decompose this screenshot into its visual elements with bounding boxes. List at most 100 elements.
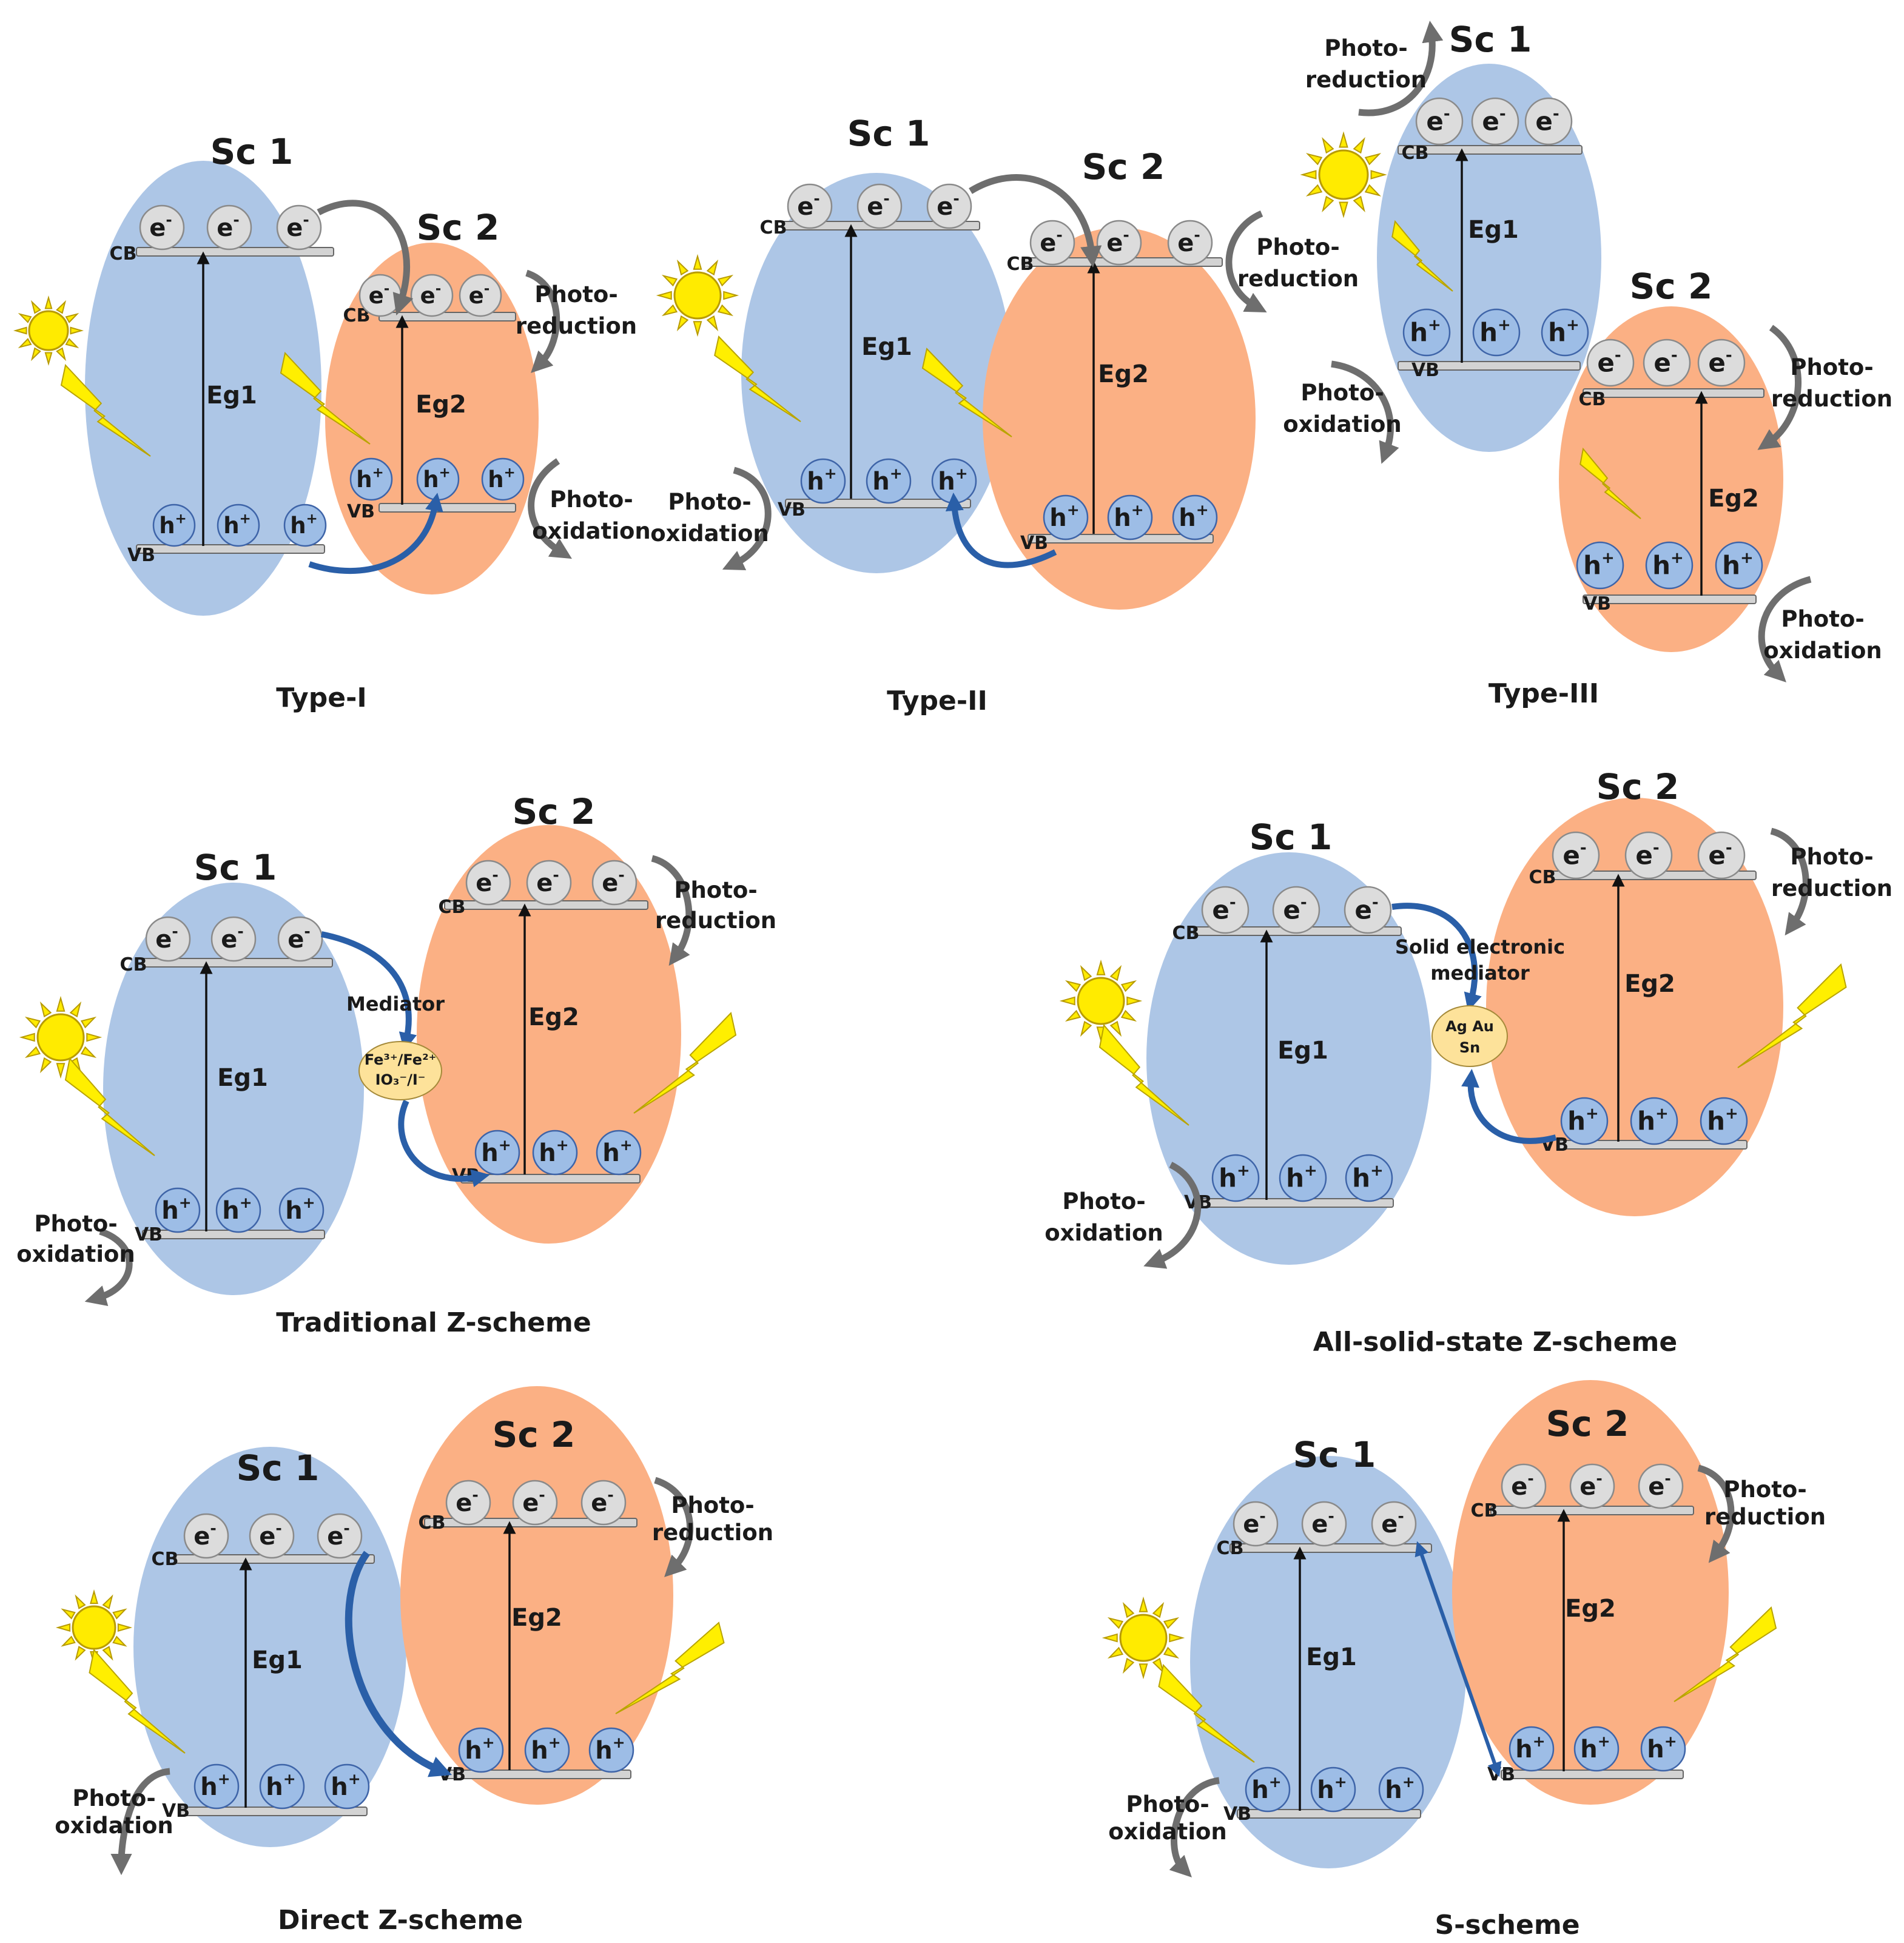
eg1-label: Eg1 <box>1277 1037 1328 1065</box>
mediator-species-2: IO₃⁻/I⁻ <box>375 1071 426 1088</box>
electron-circle <box>1029 220 1075 266</box>
photo-label: Photo- <box>1324 35 1407 61</box>
sc2-title: Sc 2 <box>1630 266 1713 307</box>
electron: e- <box>206 204 252 251</box>
electron: e- <box>1471 97 1519 146</box>
vb-label: VB <box>135 1224 163 1245</box>
hole: h+ <box>278 1187 325 1233</box>
curved-arrow-gray <box>1169 1777 1220 1877</box>
cb-label: CB <box>1172 923 1200 944</box>
sun-ray <box>676 315 689 332</box>
cb-label: CB <box>1471 1500 1498 1521</box>
vb-sc2 <box>460 1174 641 1184</box>
cb-sc2 <box>1583 388 1764 398</box>
panel-type-3: Sc 1Sc 2CBVBCBVBe-e-e-e-e-e-h+h+h+h+h+h+… <box>1283 19 1892 709</box>
electron-circle <box>787 183 833 229</box>
electron-circle <box>249 1513 295 1559</box>
hole-circle <box>1310 1766 1356 1813</box>
electron-circle <box>1233 1501 1279 1547</box>
photo-label: oxidation <box>1108 1819 1227 1845</box>
hole-circle <box>458 1727 504 1773</box>
sun-ray <box>1120 980 1137 992</box>
electron: e- <box>1624 831 1673 880</box>
hole: h+ <box>1560 1097 1609 1145</box>
sun-ray <box>1152 1601 1165 1618</box>
curved-arrow-gray <box>1225 210 1267 313</box>
hole-circle <box>283 503 327 547</box>
hole: h+ <box>193 1763 240 1810</box>
curved-arrow-gray <box>317 200 414 316</box>
electron-circle <box>317 1513 363 1559</box>
hole: h+ <box>532 1130 578 1176</box>
sun-ray <box>80 1016 97 1029</box>
sun-ray <box>1109 965 1122 982</box>
hole-circle <box>155 1187 201 1233</box>
hole-label: h+ <box>331 1770 360 1801</box>
sun-ray <box>24 1046 41 1059</box>
cb-label: CB <box>419 1512 446 1534</box>
sun-ray <box>723 291 739 300</box>
electron: e- <box>526 860 572 906</box>
hole: h+ <box>1107 494 1153 540</box>
hole-circle <box>1043 494 1089 540</box>
sun-ray <box>1353 136 1365 154</box>
electron: e- <box>1272 886 1320 934</box>
electron: e- <box>459 274 502 317</box>
electron: e- <box>856 183 903 229</box>
hole-label: h+ <box>488 465 516 493</box>
caption-s-scheme: S-scheme <box>1435 1910 1579 1941</box>
sc2-title: Sc 2 <box>1546 1403 1629 1444</box>
curved-arrow-gray <box>722 466 772 570</box>
electron-circle <box>1301 1501 1347 1547</box>
vb-label: VB <box>1583 593 1611 615</box>
photo-label: reduction <box>1771 386 1892 412</box>
photo-label: reduction <box>655 908 776 934</box>
sun-ray <box>717 304 734 317</box>
cb-label: CB <box>1579 389 1606 410</box>
hole-circle <box>1645 541 1694 590</box>
curved-arrow-gray <box>1697 1464 1735 1563</box>
electron: e- <box>1167 220 1213 266</box>
sun-disc <box>36 1013 85 1062</box>
curved-arrow-gray <box>1143 1162 1202 1269</box>
curved-arrow-blue <box>308 493 443 574</box>
mediator-species-2: Sn <box>1459 1039 1480 1056</box>
sun-ray <box>65 312 79 323</box>
electron-circle <box>1638 1463 1684 1509</box>
curved-arrow-blue <box>398 1099 490 1188</box>
photo-label: Photo- <box>1300 380 1384 406</box>
mediator-title: mediator <box>1430 961 1530 985</box>
sun-ray <box>56 1063 66 1079</box>
sun-icon <box>13 295 84 366</box>
lightning-icon <box>1579 447 1641 519</box>
electron: e- <box>145 916 191 962</box>
hole-circle <box>1560 1097 1609 1145</box>
panel-s-scheme: Sc 1Sc 2CBVBCBVBe-e-e-e-e-e-h+h+h+h+h+h+… <box>1102 1380 1826 1941</box>
sc1-title: Sc 1 <box>1250 817 1333 858</box>
eg1-label: Eg1 <box>217 1064 268 1092</box>
caption-type-2: Type-II <box>887 685 987 716</box>
caption-all-solid-z: All-solid-state Z-scheme <box>1313 1327 1677 1358</box>
electron-label: e- <box>286 211 309 242</box>
eg2-label: Eg2 <box>1624 970 1675 998</box>
electron: e- <box>1643 338 1691 387</box>
panel-type-1: Sc 1Sc 2CBVBCBVBe-e-e-e-e-e-h+h+h+h+h+h+… <box>13 131 651 713</box>
cb-label: CB <box>110 243 137 264</box>
photo-label: Photo- <box>1256 234 1339 260</box>
sun-ray <box>693 254 702 270</box>
vb-label: VB <box>162 1800 190 1822</box>
lightning-icon <box>1391 220 1453 292</box>
lightning-icon <box>615 1621 725 1714</box>
vb-label: VB <box>127 545 155 566</box>
hole-label: h+ <box>1580 1733 1610 1763</box>
hole: h+ <box>1211 1154 1260 1202</box>
sun-ray <box>1152 1657 1165 1674</box>
hole-circle <box>1576 541 1624 590</box>
hole-circle <box>1509 1726 1555 1772</box>
sun-ray <box>1080 965 1092 982</box>
curved-arrow-gray <box>1358 21 1444 116</box>
sun-ray <box>39 1001 52 1018</box>
sun-ray <box>1353 195 1365 213</box>
lightning-icon <box>714 335 801 422</box>
electron-label: e- <box>420 281 442 309</box>
